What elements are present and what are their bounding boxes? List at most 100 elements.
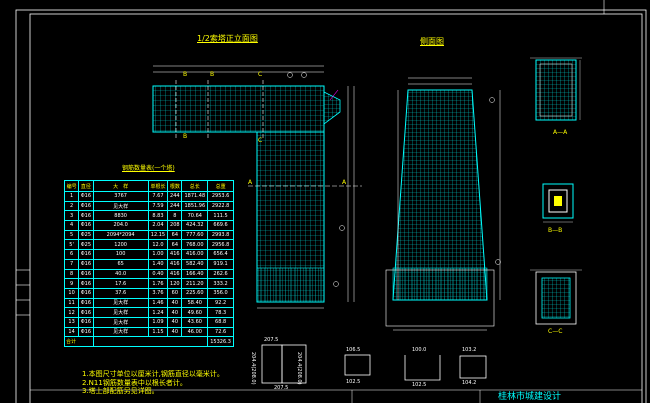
table-cell-dia: Φ16 [78, 287, 94, 299]
table-cell-dia: Φ16 [78, 316, 94, 328]
table-cell-total: 225.60 [181, 287, 209, 299]
table-cell-count: 244 [167, 200, 183, 212]
table-cell-len: 1.00 [147, 249, 169, 260]
table-cell-total: 768.00 [181, 239, 209, 251]
table-cell-total: 416.00 [181, 249, 209, 260]
table-cell-count: 208 [167, 220, 183, 231]
table-cell-dia: Φ16 [78, 210, 94, 222]
table-cell-detail: 100 [92, 249, 149, 260]
table-cell-len: 12.0 [147, 239, 169, 251]
table-cell-detail: 37.6 [92, 287, 149, 299]
section-bb-label: B—B [548, 227, 563, 234]
table-cell-detail: 见大样 [92, 316, 149, 328]
front-view-drawing [152, 65, 362, 309]
dim-label: 204.4(208.0) [296, 352, 302, 385]
table-cell-detail: 2094*2094 [92, 229, 149, 241]
detail-sketches [261, 344, 487, 384]
sheet-frame [15, 0, 647, 403]
title-block-project: 桂林市城建设计 [498, 392, 562, 402]
table-cell-detail: 8830 [92, 210, 149, 222]
dim-label: 100.0 [412, 347, 427, 353]
table-cell-total: 1851.96 [181, 200, 209, 212]
section-bb-drawing [542, 183, 574, 223]
dim-label: 102.5 [346, 379, 361, 385]
table-cell-no: 13 [63, 316, 80, 328]
front-view-title: 1/2索塔正立面图 [197, 34, 258, 43]
table-cell-no: 1 [63, 191, 80, 202]
table-cell-count: 60 [167, 287, 183, 299]
note-line: 2.N11钢筋数量表中以根长者计。 [82, 378, 187, 387]
table-cell-detail: 17.6 [92, 278, 149, 289]
table-cell-weight: 919.1 [207, 258, 234, 270]
table-cell-count: 416 [167, 258, 183, 270]
table-cell-count: 40 [167, 307, 183, 318]
table-title: 钢筋数量表(一个塔) [122, 165, 175, 172]
table-cell-count: 416 [167, 268, 183, 280]
table-cell-count: 416 [167, 249, 183, 260]
table-cell-detail: 204.0 [92, 220, 149, 231]
table-cell-weight: 2953.6 [207, 191, 234, 202]
table-cell-weight: 669.6 [207, 220, 234, 231]
table-cell-no: 3 [63, 210, 80, 222]
table-cell-len: 7.59 [147, 200, 169, 212]
table-cell-len: 12.15 [147, 229, 169, 241]
table-cell-no: 4 [63, 220, 80, 231]
table-cell-len: 1.24 [147, 307, 169, 318]
section-aa-label: A—A [553, 129, 568, 136]
table-cell-detail: 3767 [92, 191, 149, 202]
dim-label: 104.2 [462, 380, 477, 386]
table-cell-count: 64 [167, 239, 183, 251]
table-cell-total: 1871.48 [181, 191, 209, 202]
dim-label: 207.5 [274, 385, 289, 391]
table-cell-total: 424.32 [181, 220, 209, 231]
col-header: 总重 [207, 180, 234, 192]
table-cell-len: 1.46 [147, 297, 169, 309]
dim-label: 103.2 [462, 347, 477, 353]
table-cell-total: 166.40 [181, 268, 209, 280]
table-cell-total: 211.20 [181, 278, 209, 289]
table-cell-count: 40 [167, 297, 183, 309]
table-cell-weight: 111.5 [207, 210, 234, 222]
table-cell-dia: Φ16 [78, 220, 94, 231]
total-label: 合计 [64, 336, 94, 347]
table-cell-dia: Φ16 [78, 249, 94, 260]
table-cell-detail: 65 [92, 258, 149, 270]
table-cell-total: 58.40 [181, 297, 209, 309]
section-aa-drawing [530, 57, 582, 121]
table-total-row: 合计 15326.3 [64, 336, 234, 347]
table-cell-detail: 1200 [92, 239, 149, 251]
table-cell-weight: 356.0 [207, 287, 234, 299]
marker-b-right: B [210, 71, 215, 78]
table-cell-weight: 2993.8 [207, 229, 234, 241]
table-cell-dia: Φ16 [78, 258, 94, 270]
dim-label: 204.4(208.0) [250, 352, 256, 385]
table-cell-len: 1.76 [147, 278, 169, 289]
table-cell-weight: 68.8 [207, 316, 234, 328]
table-cell-len: 1.15 [147, 326, 169, 338]
table-cell-dia: Φ16 [78, 200, 94, 212]
table-cell-count: 40 [167, 326, 183, 338]
table-cell-len: 1.09 [147, 316, 169, 328]
total-spacer [92, 336, 209, 347]
table-cell-total: 43.60 [181, 316, 209, 328]
table-cell-no: 10 [63, 287, 80, 299]
table-header-row: 编号 直径 大 样 单根长 根数 总长 总重 [63, 180, 234, 192]
table-cell-weight: 92.2 [207, 297, 234, 309]
table-cell-no: 2 [63, 200, 80, 212]
table-cell-no: 8 [63, 268, 80, 280]
table-cell-no: 5' [63, 239, 80, 251]
col-header: 单根长 [147, 180, 169, 192]
